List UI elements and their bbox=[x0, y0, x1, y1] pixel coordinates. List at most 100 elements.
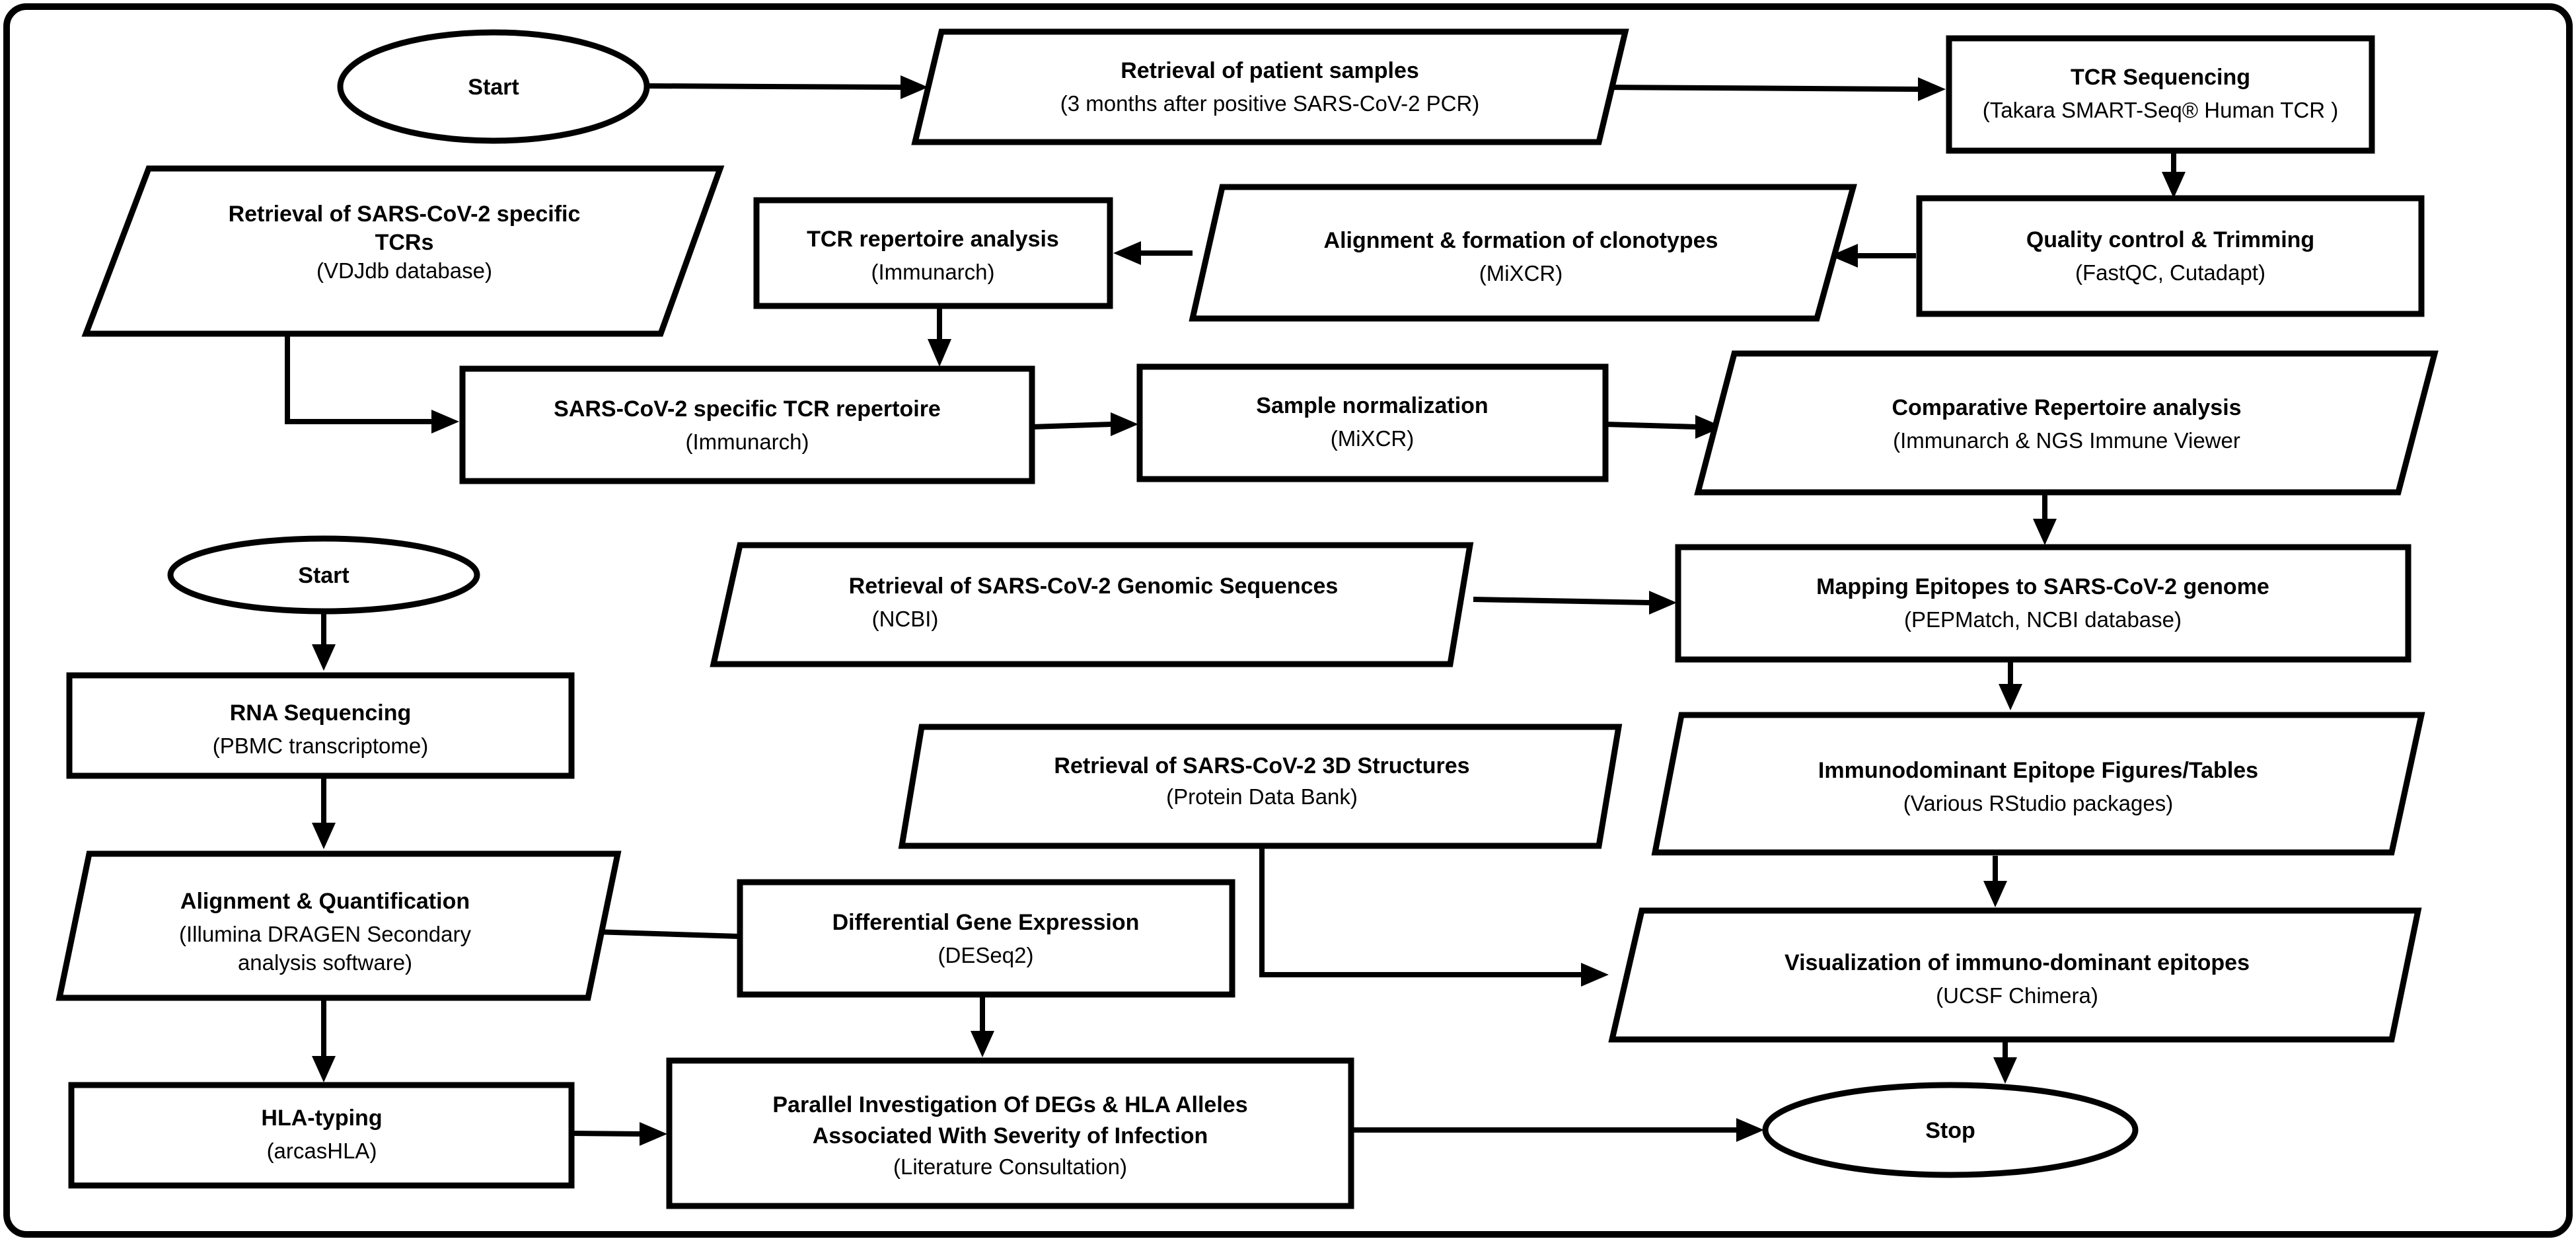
terminal-shape bbox=[337, 29, 650, 144]
node-title: Sample normalization bbox=[1256, 393, 1488, 418]
node-subtitle: (Protein Data Bank) bbox=[1166, 784, 1358, 809]
arrowhead bbox=[1649, 591, 1677, 615]
node-subtitle: (FastQC, Cutadapt) bbox=[2075, 260, 2265, 285]
node-subtitle: (VDJdb database) bbox=[316, 258, 492, 283]
edge-norm-to-comparative bbox=[1605, 422, 1697, 430]
process-shape bbox=[1946, 35, 2375, 154]
node-comparative-repertoire: Comparative Repertoire analysis (Immunar… bbox=[1694, 350, 2439, 496]
edge-start1-to-retrieval bbox=[647, 83, 902, 90]
node-subtitle: (UCSF Chimera) bbox=[1936, 983, 2098, 1008]
node-subtitle: (MiXCR) bbox=[1331, 426, 1414, 451]
arrowhead bbox=[1581, 963, 1609, 987]
arrowhead bbox=[1999, 684, 2022, 710]
node-title: TCR repertoire analysis bbox=[807, 227, 1059, 252]
arrowhead bbox=[312, 823, 336, 849]
edge-retrieval-to-tcrseq bbox=[1598, 85, 1920, 92]
node-quality-control: Quality control & Trimming (FastQC, Cuta… bbox=[1916, 195, 2425, 317]
node-subtitle: (Literature Consultation) bbox=[893, 1154, 1127, 1179]
node-visualization: Visualization of immuno-dominant epitope… bbox=[1608, 907, 2422, 1043]
node-title: Comparative Repertoire analysis bbox=[1892, 395, 2241, 420]
edge-sarsrep-to-norm bbox=[1031, 422, 1113, 430]
node-subtitle: (Immunarch & NGS Immune Viewer bbox=[1893, 428, 2240, 453]
node-subtitle: (MiXCR) bbox=[1479, 261, 1563, 285]
process-shape bbox=[753, 197, 1113, 309]
input-shape bbox=[1189, 184, 1857, 322]
node-start-top: Start bbox=[337, 29, 650, 144]
node-subtitle: (Immunarch) bbox=[685, 430, 809, 454]
node-sars-tcr-repertoire: SARS-CoV-2 specific TCR repertoire (Immu… bbox=[459, 365, 1035, 484]
arrowhead bbox=[312, 1056, 336, 1082]
node-subtitle: (arcasHLA) bbox=[267, 1139, 377, 1163]
input-shape bbox=[898, 724, 1623, 849]
node-subtitle: (PBMC transcriptome) bbox=[213, 733, 428, 758]
node-title-line2: Associated With Severity of Infection bbox=[813, 1123, 1208, 1148]
node-title: Start bbox=[298, 563, 349, 588]
node-subtitle: (DESeq2) bbox=[938, 943, 1034, 967]
node-subtitle: (3 months after positive SARS-CoV-2 PCR) bbox=[1060, 91, 1480, 116]
arrowhead bbox=[640, 1122, 667, 1146]
node-title: Parallel Investigation Of DEGs & HLA All… bbox=[772, 1092, 1247, 1117]
input-shape bbox=[710, 542, 1474, 667]
edge-hla-to-parallel bbox=[571, 1131, 642, 1137]
arrowhead bbox=[1918, 77, 1946, 101]
node-subtitle: (Illumina DRAGEN Secondary bbox=[179, 922, 471, 946]
input-shape bbox=[55, 850, 622, 1001]
arrowhead bbox=[2162, 172, 2186, 198]
node-title: Stop bbox=[1925, 1118, 1975, 1143]
process-shape bbox=[459, 365, 1035, 484]
node-title: Retrieval of SARS-CoV-2 specific bbox=[229, 202, 581, 227]
node-subtitle: (Immunarch) bbox=[871, 260, 994, 284]
arrowhead bbox=[2033, 519, 2057, 545]
process-shape bbox=[1916, 195, 2425, 317]
node-title: Alignment & formation of clonotypes bbox=[1324, 228, 1718, 253]
node-hla-typing: HLA-typing (arcasHLA) bbox=[68, 1082, 575, 1189]
edges bbox=[285, 75, 2186, 1146]
process-shape bbox=[1136, 363, 1609, 482]
arrowhead bbox=[971, 1031, 994, 1057]
outer-frame bbox=[3, 3, 2573, 1238]
input-shape bbox=[1608, 907, 2422, 1043]
node-retrieval-genomic: Retrieval of SARS-CoV-2 Genomic Sequence… bbox=[710, 542, 1474, 667]
node-alignment-clonotypes: Alignment & formation of clonotypes (MiX… bbox=[1189, 184, 1857, 322]
node-title: TCR Sequencing bbox=[2071, 65, 2250, 90]
input-shape bbox=[81, 165, 725, 337]
node-sample-normalization: Sample normalization (MiXCR) bbox=[1136, 363, 1609, 482]
process-shape bbox=[66, 672, 575, 779]
node-title: Retrieval of SARS-CoV-2 3D Structures bbox=[1054, 753, 1469, 778]
input-shape bbox=[911, 28, 1629, 145]
arrowhead bbox=[1993, 1057, 2017, 1084]
node-differential-expression: Differential Gene Expression (DESeq2) bbox=[737, 879, 1235, 998]
node-tcr-sequencing: TCR Sequencing (Takara SMART-Seq® Human … bbox=[1946, 35, 2375, 154]
node-rna-sequencing: RNA Sequencing (PBMC transcriptome) bbox=[66, 672, 575, 779]
node-retrieval-3d: Retrieval of SARS-CoV-2 3D Structures (P… bbox=[898, 724, 1623, 849]
node-title: Retrieval of SARS-CoV-2 Genomic Sequence… bbox=[849, 574, 1339, 599]
node-parallel-investigation: Parallel Investigation Of DEGs & HLA All… bbox=[666, 1057, 1354, 1209]
node-subtitle: (Various RStudio packages) bbox=[1903, 791, 2173, 815]
node-stop: Stop bbox=[1762, 1082, 2139, 1178]
node-title: Immunodominant Epitope Figures/Tables bbox=[1818, 758, 2258, 783]
input-shape bbox=[1694, 350, 2439, 496]
node-retrieval-tcrs: Retrieval of SARS-CoV-2 specific TCRs (V… bbox=[81, 165, 725, 337]
input-shape bbox=[1651, 712, 2425, 856]
node-retrieval-samples: Retrieval of patient samples (3 months a… bbox=[911, 28, 1629, 145]
arrowhead bbox=[1830, 244, 1858, 268]
node-subtitle: (NCBI) bbox=[872, 607, 939, 631]
process-shape bbox=[666, 1057, 1354, 1209]
node-subtitle: (Takara SMART-Seq® Human TCR ) bbox=[1983, 98, 2338, 122]
nodes: Start Retrieval of patient samples (3 mo… bbox=[55, 28, 2439, 1209]
edge-retrievaltcrs-to-sarsrep bbox=[285, 334, 433, 424]
arrowhead bbox=[928, 339, 951, 367]
node-tcr-repertoire: TCR repertoire analysis (Immunarch) bbox=[753, 197, 1113, 309]
node-immunodominant-figures: Immunodominant Epitope Figures/Tables (V… bbox=[1651, 712, 2425, 856]
node-mapping-epitopes: Mapping Epitopes to SARS-CoV-2 genome (P… bbox=[1675, 544, 2411, 663]
node-title: Mapping Epitopes to SARS-CoV-2 genome bbox=[1816, 574, 2269, 599]
node-alignment-quantification: Alignment & Quantification (Illumina DRA… bbox=[55, 850, 622, 1001]
node-title: RNA Sequencing bbox=[230, 700, 412, 726]
process-shape bbox=[68, 1082, 575, 1189]
node-subtitle-line2: analysis software) bbox=[238, 950, 412, 975]
arrowhead bbox=[1736, 1118, 1764, 1142]
arrowhead bbox=[1113, 241, 1141, 265]
node-title: Retrieval of patient samples bbox=[1121, 58, 1419, 83]
edge-alignquant-to-dge bbox=[594, 929, 739, 939]
